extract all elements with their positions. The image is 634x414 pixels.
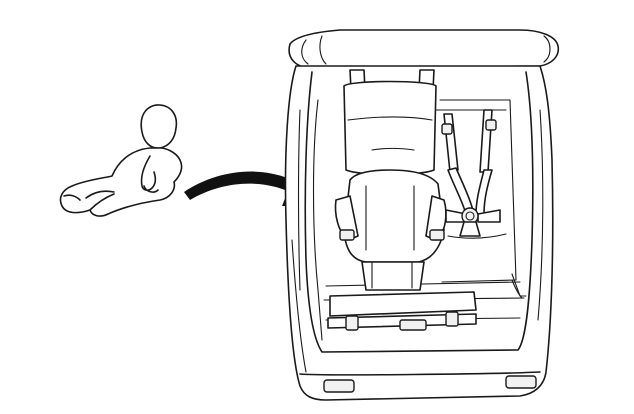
- seat-base: [329, 291, 477, 317]
- right-foot-pad: [505, 375, 537, 389]
- baby-figure: [59, 104, 183, 217]
- canopy-roll: [288, 29, 560, 69]
- left-foot-pad: [323, 379, 355, 393]
- baby-body: [59, 147, 183, 217]
- baby-foot: [63, 194, 81, 201]
- baby-leg-line: [85, 190, 115, 211]
- trailer-inner-frame: [304, 71, 534, 353]
- arrow-shaft: [184, 171, 304, 200]
- seat-back: [343, 80, 437, 176]
- right-strap-buckle: [429, 229, 445, 241]
- baby-head: [140, 104, 178, 149]
- child-trailer: [284, 29, 560, 401]
- left-strap-buckle: [339, 229, 355, 241]
- seat: [327, 69, 477, 331]
- harness: [441, 109, 507, 239]
- baby-hand: [143, 185, 159, 193]
